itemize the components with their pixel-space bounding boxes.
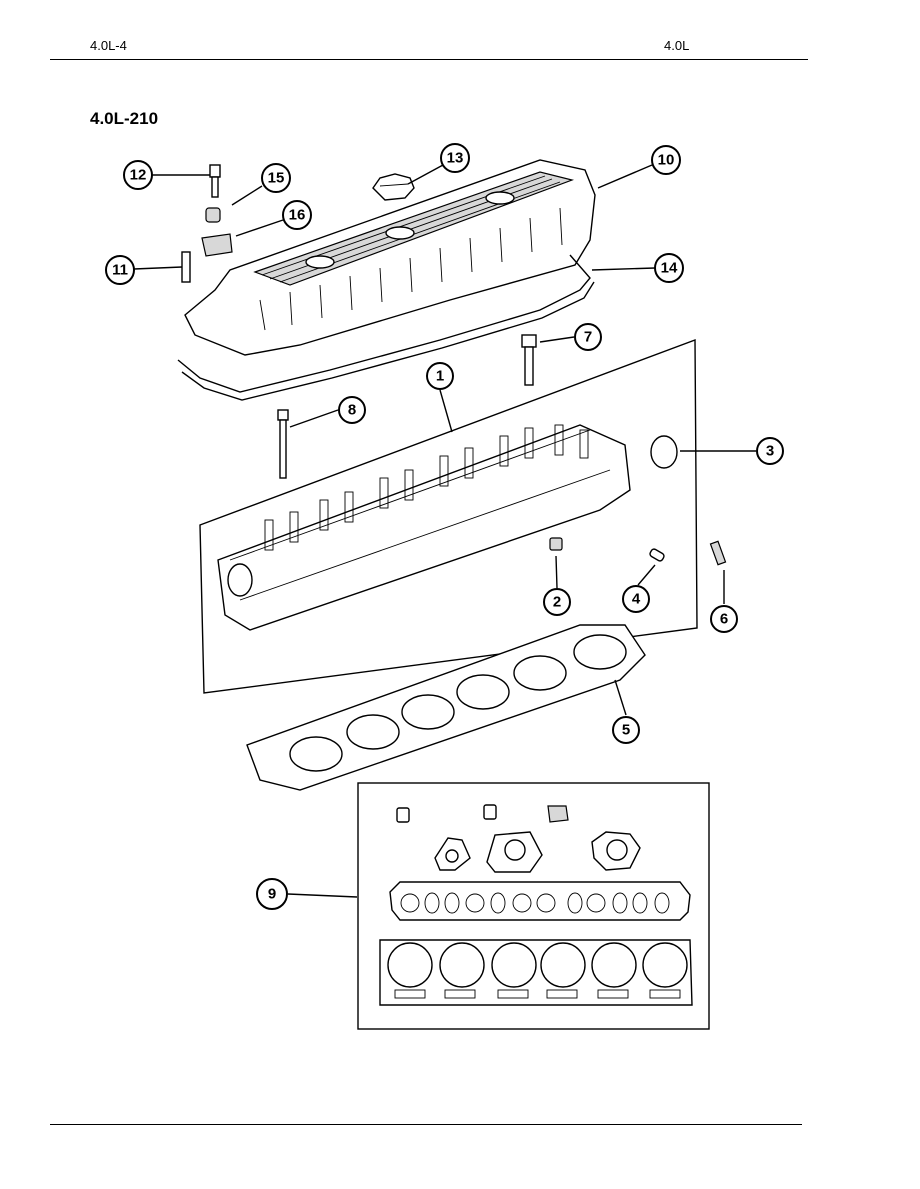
cylinder-head-box xyxy=(199,338,698,694)
cylinder-head xyxy=(217,424,631,631)
callout-2: 2 xyxy=(543,588,571,616)
head-gasket xyxy=(246,624,646,791)
svg-text:1: 1 xyxy=(436,368,444,385)
pcv-parts xyxy=(181,164,233,283)
page-header-right: 4.0L xyxy=(664,38,690,53)
svg-text:6: 6 xyxy=(720,611,728,628)
svg-text:8: 8 xyxy=(348,402,356,419)
callout-1: 1 xyxy=(426,362,454,390)
callout-10: 10 xyxy=(651,145,681,175)
callout-15: 15 xyxy=(261,163,291,193)
svg-text:12: 12 xyxy=(130,167,147,184)
callout-4: 4 xyxy=(622,585,650,613)
callout-3: 3 xyxy=(756,437,784,465)
svg-text:5: 5 xyxy=(622,722,630,739)
valve-cover xyxy=(184,159,596,356)
pipe-plug xyxy=(549,537,563,551)
callout-12: 12 xyxy=(123,160,153,190)
head-bolts xyxy=(277,334,537,479)
callout-16: 16 xyxy=(282,200,312,230)
svg-text:3: 3 xyxy=(766,443,774,460)
callout-13: 13 xyxy=(440,143,470,173)
callout-14: 14 xyxy=(654,253,684,283)
expansion-plug xyxy=(650,435,678,469)
callout-6: 6 xyxy=(710,605,738,633)
callout-8: 8 xyxy=(338,396,366,424)
figure-label: 4.0L-210 xyxy=(90,109,159,128)
stud xyxy=(709,540,727,566)
callout-5: 5 xyxy=(612,716,640,744)
svg-text:11: 11 xyxy=(112,262,128,279)
svg-text:15: 15 xyxy=(268,170,285,187)
page-header-left: 4.0L-4 xyxy=(90,38,127,53)
gasket-kit-box xyxy=(357,782,710,1030)
leader-lines xyxy=(133,164,756,898)
svg-text:13: 13 xyxy=(447,150,464,167)
callout-7: 7 xyxy=(574,323,602,351)
header-rule xyxy=(50,59,808,60)
callout-9: 9 xyxy=(256,878,288,910)
svg-text:4: 4 xyxy=(632,591,641,608)
svg-text:2: 2 xyxy=(553,594,561,611)
dowel-pin xyxy=(649,548,665,562)
svg-text:10: 10 xyxy=(658,152,675,169)
svg-text:7: 7 xyxy=(584,329,592,346)
svg-text:9: 9 xyxy=(268,886,276,903)
footer-rule xyxy=(50,1124,802,1125)
valve-cover-gasket xyxy=(177,254,595,401)
svg-text:16: 16 xyxy=(289,207,306,224)
oil-filler-cap xyxy=(372,173,415,201)
svg-text:14: 14 xyxy=(661,260,678,277)
callout-11: 11 xyxy=(105,255,135,285)
